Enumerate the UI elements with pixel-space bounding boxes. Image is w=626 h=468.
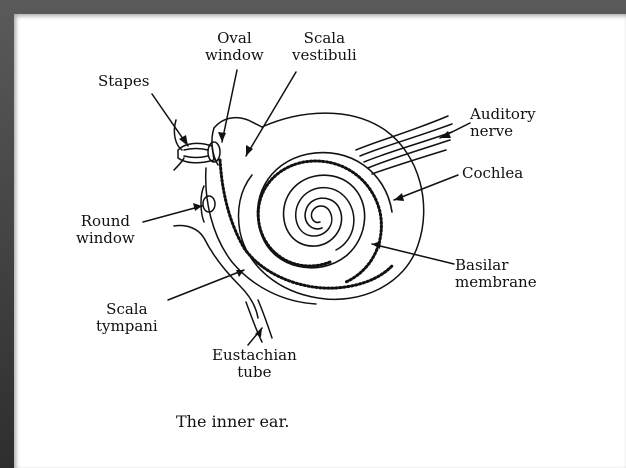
arrowhead-nerve [440,131,451,138]
leader-cochlea [394,175,458,200]
cochlea-spiral [258,153,392,268]
leader-scala-tympani [168,270,244,300]
leader-basilar-membrane [372,244,454,264]
leader-oval-window [222,70,237,142]
label-scala-tympani: Scala tympani [96,301,158,335]
leader-round-window [143,206,202,222]
label-eustachian-tube: Eustachian tube [212,347,297,381]
figure-caption: The inner ear. [176,412,289,431]
label-basilar-membrane: Basilar membrane [455,257,537,291]
label-cochlea: Cochlea [462,165,523,182]
label-stapes: Stapes [98,73,149,90]
cochlea-spiral-inner [296,188,354,250]
label-scala-vestibuli: Scala vestibuli [292,30,357,64]
arrowhead-oval [218,132,226,142]
cochlea-outline [239,113,424,299]
label-oval-window: Oval window [205,30,264,64]
arrowhead-stapes [179,135,188,146]
label-auditory-nerve: Auditory nerve [470,106,536,140]
arrowhead-cochlea [394,193,404,201]
leader-scala-vestibuli [246,72,296,156]
vestibule-outline [214,118,262,128]
label-round-window: Round window [76,213,135,247]
